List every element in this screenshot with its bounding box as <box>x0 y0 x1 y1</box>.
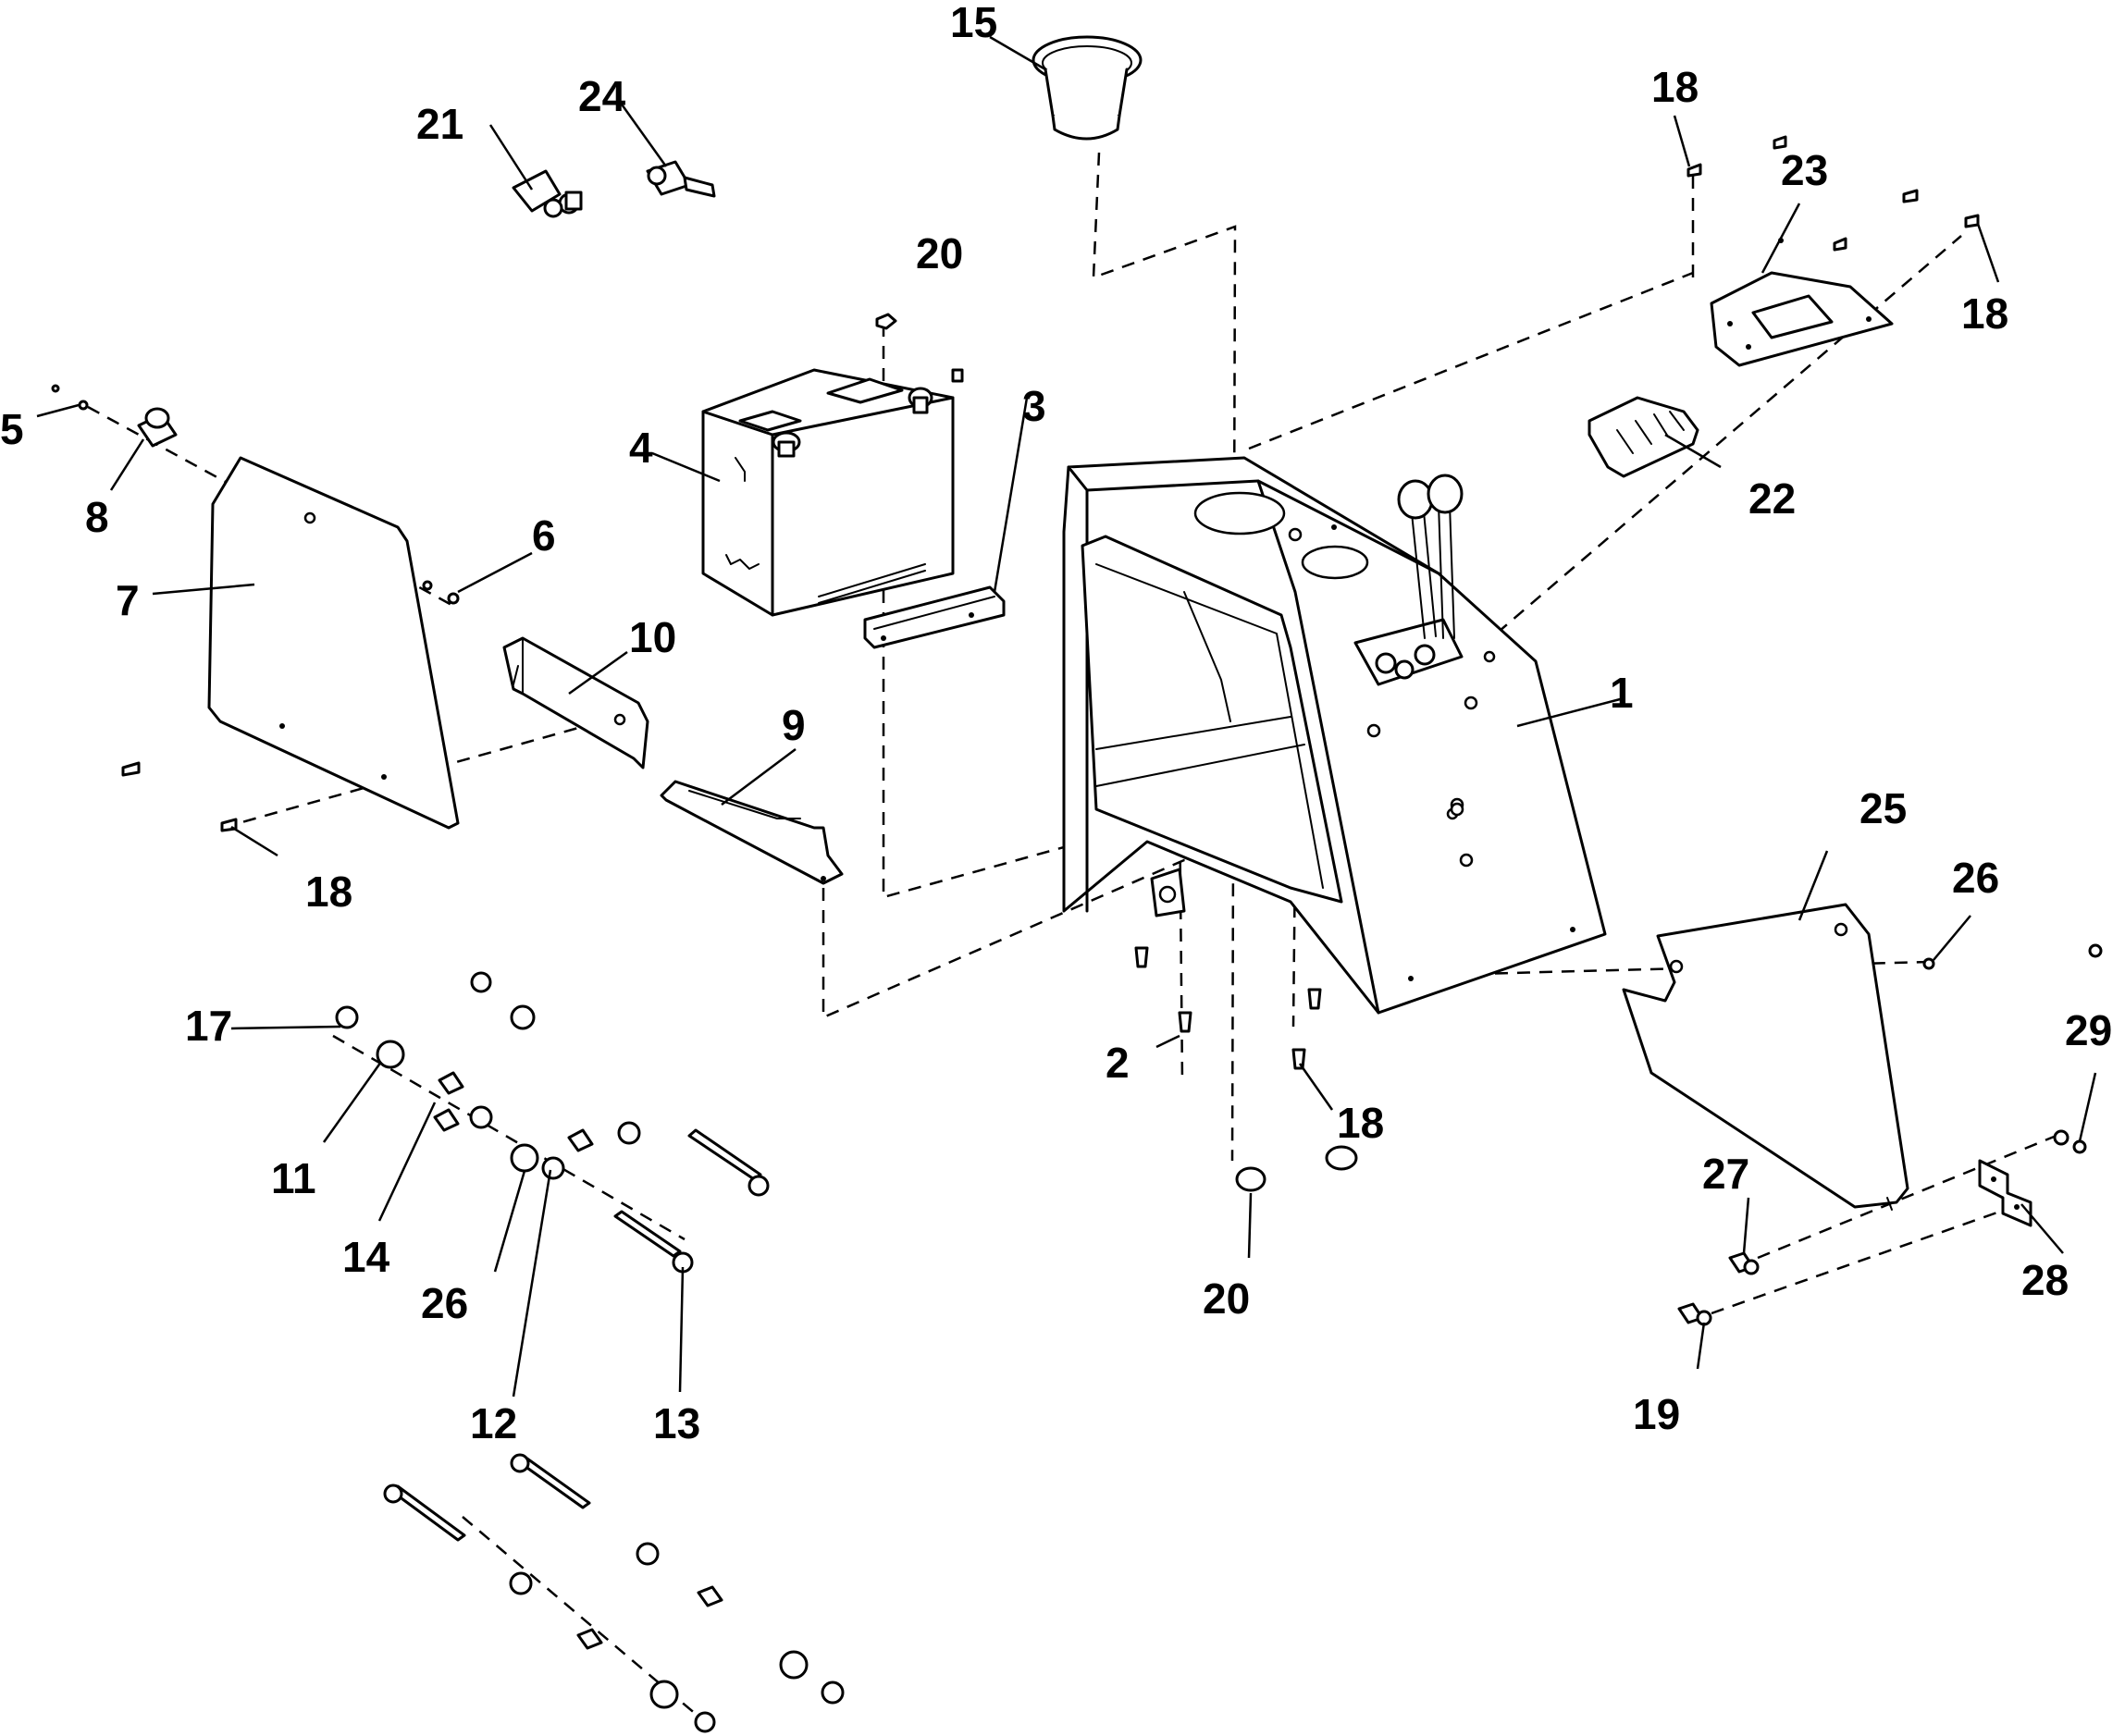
cup-holder-15 <box>1032 35 1143 141</box>
callout-8: 8 <box>85 493 109 541</box>
callout-18-top: 18 <box>1651 63 1699 111</box>
callout-18-bottom: 18 <box>1337 1099 1384 1147</box>
vent-plate-22 <box>1588 396 1699 478</box>
callout-18-right: 18 <box>1961 289 2008 338</box>
callout-9: 9 <box>782 701 806 749</box>
callout-19: 19 <box>1633 1390 1680 1438</box>
callout-11: 11 <box>271 1154 316 1202</box>
callout-3: 3 <box>1022 382 1046 430</box>
callout-6: 6 <box>532 511 556 560</box>
callout-26-left: 26 <box>421 1279 468 1327</box>
callout-2: 2 <box>1106 1039 1130 1087</box>
side-panel-7 <box>207 456 460 830</box>
plate-23 <box>1710 238 1894 367</box>
connector-24 <box>646 160 716 198</box>
side-bracket-10 <box>502 636 649 770</box>
callout-1: 1 <box>1610 669 1634 717</box>
callout-13: 13 <box>653 1399 700 1447</box>
callout-labels: 1 2 3 4 5 6 7 8 9 10 11 12 13 14 15 17 1… <box>0 0 2112 1447</box>
callout-24: 24 <box>578 72 626 120</box>
callout-4: 4 <box>629 424 653 472</box>
hinge-bracket-28 <box>1978 1159 2032 1227</box>
callout-20-bottom: 20 <box>1203 1274 1250 1323</box>
lower-side-panel-25 <box>1622 903 1909 1211</box>
callout-15: 15 <box>950 0 997 46</box>
callout-25: 25 <box>1859 784 1907 832</box>
console-panel <box>1062 456 1607 1015</box>
callout-29: 29 <box>2065 1006 2112 1054</box>
latch-8 <box>137 407 178 448</box>
hardware <box>51 135 2103 1733</box>
callout-26-right: 26 <box>1952 854 1999 902</box>
battery-tray-9 <box>660 780 844 885</box>
callout-10: 10 <box>629 613 676 661</box>
callout-28: 28 <box>2021 1256 2069 1304</box>
callout-21: 21 <box>416 100 463 148</box>
connector-21 <box>512 169 583 218</box>
callout-20-top: 20 <box>916 229 963 277</box>
leader-lines <box>36 35 2097 1397</box>
battery <box>701 368 964 617</box>
callout-5: 5 <box>0 405 24 453</box>
callout-7: 7 <box>116 576 140 624</box>
callout-14: 14 <box>342 1233 390 1281</box>
callout-17: 17 <box>185 1002 232 1050</box>
callout-18-left: 18 <box>305 868 352 916</box>
callout-22: 22 <box>1748 474 1796 523</box>
callout-12: 12 <box>470 1399 517 1447</box>
callout-23: 23 <box>1781 146 1828 194</box>
battery-bracket-3 <box>863 585 1006 649</box>
callout-27: 27 <box>1702 1150 1749 1198</box>
